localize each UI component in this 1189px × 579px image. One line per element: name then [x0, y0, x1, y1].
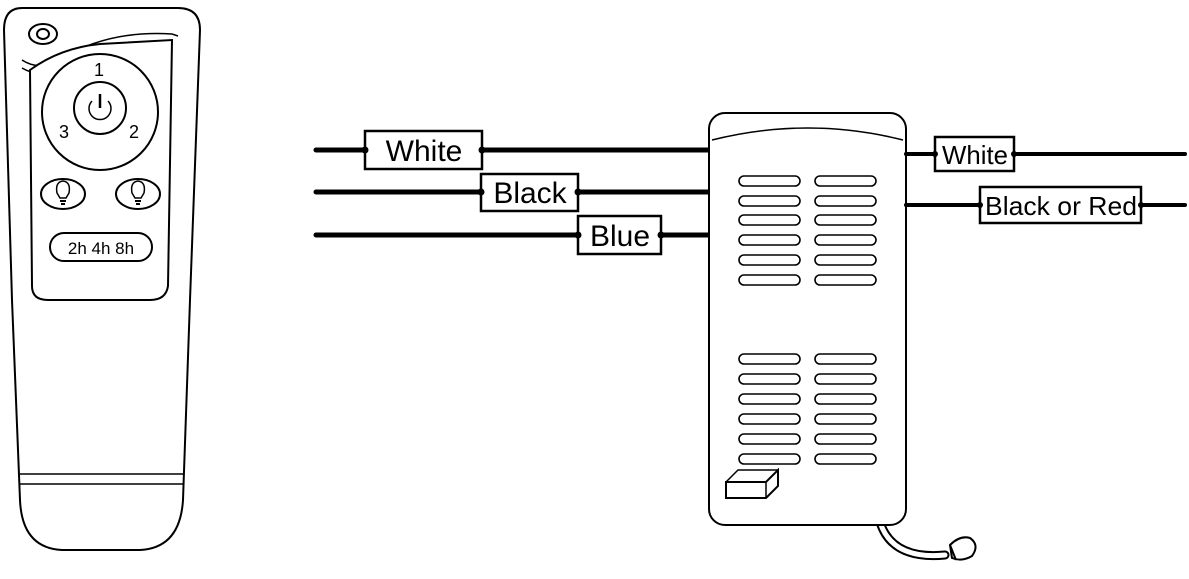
dip-switch[interactable] — [725, 467, 779, 499]
svg-text:White: White — [942, 140, 1008, 170]
svg-text:White: White — [386, 135, 463, 168]
wire-label-black-or-red-right: Black or Red — [977, 185, 1144, 225]
svg-text:Black or Red: Black or Red — [985, 191, 1137, 221]
antenna-tip — [948, 536, 977, 561]
receiver — [708, 112, 977, 561]
receiver-vents-upper — [738, 175, 877, 286]
left-wires: White Black Blue — [313, 129, 714, 256]
speed-1-label[interactable]: 1 — [94, 60, 104, 80]
receiver-body — [708, 112, 907, 526]
svg-text:Blue: Blue — [590, 220, 650, 253]
wire-label-blue-left: Blue — [574, 214, 665, 256]
antenna-cord — [877, 519, 948, 559]
wire-label-white-left: White — [361, 129, 486, 171]
timer-button[interactable] — [49, 232, 153, 262]
wire-label-black-left: Black — [477, 172, 582, 213]
light-bulb-icon — [130, 180, 146, 205]
power-icon — [88, 94, 112, 121]
receiver-vents-lower — [738, 353, 877, 465]
light-button-right[interactable] — [115, 178, 161, 210]
receiver-top-edge — [711, 127, 904, 141]
indicator-light-icon — [28, 23, 58, 45]
svg-text:Black: Black — [493, 177, 567, 210]
wire-label-white-right: White — [932, 135, 1017, 173]
right-wires: White Black or Red — [904, 135, 1187, 225]
light-button-left[interactable] — [40, 178, 86, 210]
speed-3-label[interactable]: 3 — [59, 122, 69, 142]
remote-control: 1 2 3 2h 4h 8h — [2, 7, 202, 551]
light-bulb-icon — [55, 180, 71, 205]
timer-label: 2h 4h 8h — [68, 239, 134, 258]
speed-2-label[interactable]: 2 — [129, 122, 139, 142]
